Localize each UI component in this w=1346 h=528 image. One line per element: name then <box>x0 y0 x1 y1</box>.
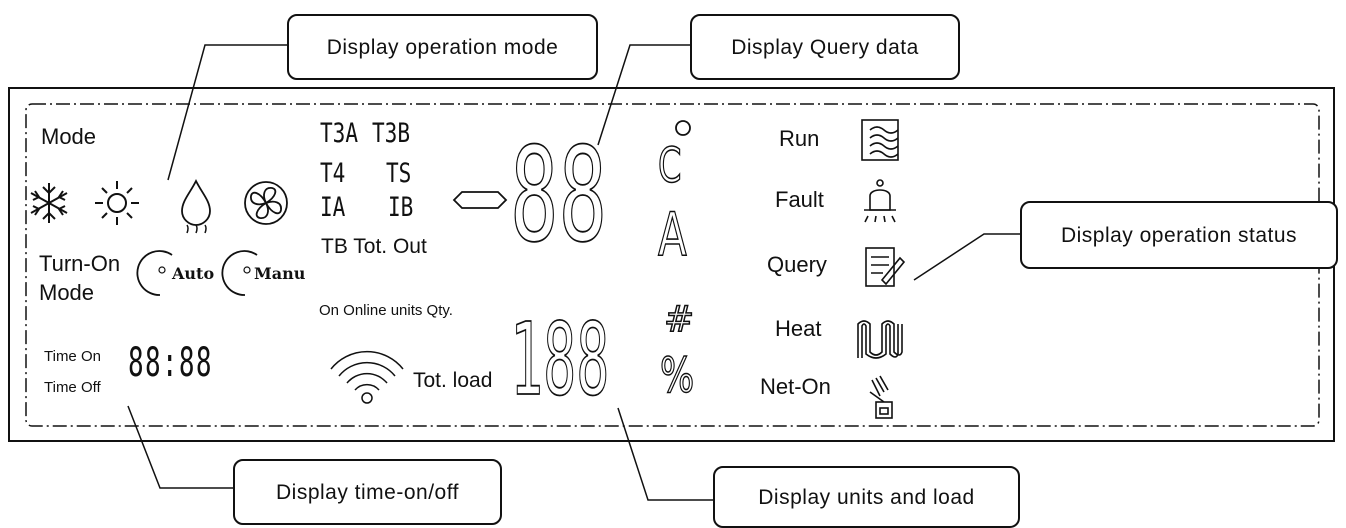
t4-label: T4 <box>320 158 346 189</box>
turn-on-mode-label: Mode <box>39 280 95 305</box>
turn-on-label: Turn-On <box>39 251 121 276</box>
callout-operation-mode: Display operation mode <box>287 14 598 80</box>
amp-a-symbol: A <box>657 200 687 270</box>
callout-time-onoff-text: Display time-on/off <box>275 480 460 504</box>
fault-bell-icon <box>864 179 896 223</box>
degree-circle <box>675 120 691 136</box>
callout-operation-status: Display operation status <box>1020 201 1338 269</box>
percent-symbol: % <box>659 348 695 404</box>
status-heat-label: Heat <box>775 316 822 341</box>
leader-time-onoff <box>127 405 233 489</box>
time-off-label: Time Off <box>44 379 101 396</box>
auto-arc <box>136 250 173 296</box>
auto-indicator: Auto <box>172 264 215 283</box>
callout-units-load-text: Display units and load <box>758 485 975 509</box>
ia-label: IA <box>320 192 346 223</box>
t3a-label: T3A <box>320 118 359 149</box>
net-on-hand-icon <box>869 375 893 419</box>
callout-operation-mode-text: Display operation mode <box>326 35 559 59</box>
status-query-label: Query <box>767 252 827 277</box>
t3b-label: T3B <box>372 118 411 149</box>
ts-label: TS <box>386 158 412 189</box>
tb-tot-out-label: TB Tot. Out <box>321 235 427 258</box>
leader-units-load <box>617 407 713 501</box>
online-units-label: On Online units Qty. <box>319 302 453 319</box>
time-segment-display: 88:88 <box>128 340 213 386</box>
fan-icon <box>244 181 288 225</box>
manu-degree-mark <box>243 266 251 274</box>
celsius-c-symbol: C <box>657 138 682 194</box>
heat-coil-icon <box>857 320 903 359</box>
water-drop-icon <box>181 178 211 234</box>
callout-query-data-text: Display Query data <box>731 35 919 59</box>
units-segment-display: 188 <box>510 301 610 418</box>
minus-segment <box>452 191 508 209</box>
manu-indicator: Manu <box>254 264 306 283</box>
status-fault-label: Fault <box>775 187 824 212</box>
callout-units-load: Display units and load <box>713 466 1020 528</box>
callout-time-onoff: Display time-on/off <box>233 459 502 525</box>
time-on-label: Time On <box>44 348 101 365</box>
query-notepad-icon <box>865 247 906 287</box>
status-run-label: Run <box>779 126 820 151</box>
callout-operation-status-text: Display operation status <box>1060 223 1298 247</box>
wifi-signal-icon <box>330 350 404 404</box>
manu-arc <box>221 250 258 296</box>
ib-label: IB <box>388 192 414 223</box>
run-icon <box>861 119 899 161</box>
mode-label: Mode <box>41 124 97 149</box>
status-net-on-label: Net-On <box>760 374 831 399</box>
callout-query-data: Display Query data <box>690 14 960 80</box>
snowflake-icon <box>30 183 68 223</box>
sun-icon <box>95 181 139 225</box>
tot-load-label: Tot. load <box>413 369 493 392</box>
auto-degree-mark <box>158 266 166 274</box>
query-segment-display: 88 <box>509 119 608 271</box>
leader-operation-mode <box>167 44 287 181</box>
hash-symbol: # <box>663 299 695 340</box>
leader-query-data <box>597 44 690 146</box>
leader-operation-status <box>913 233 1020 281</box>
